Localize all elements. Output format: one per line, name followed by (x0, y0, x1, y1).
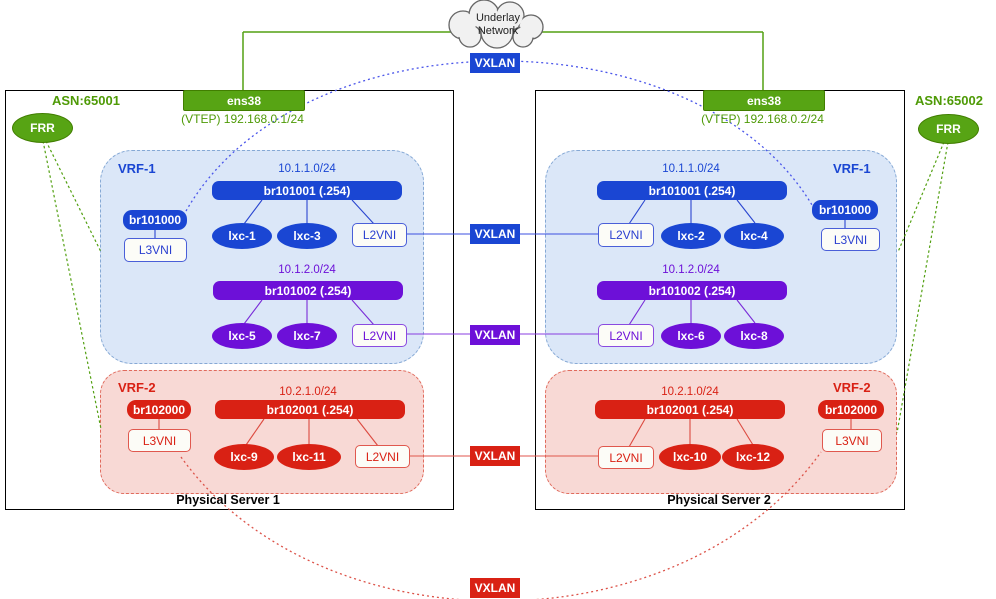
frr-links (42, 140, 949, 434)
server2-subnet2-bridge: br101002 (.254) (597, 281, 787, 300)
server1-subnet3-l2vni: L2VNI (355, 445, 410, 468)
server2-vrf1-l3bridge: br101000 (812, 200, 878, 220)
vxlan-label-l2vni1: VXLAN (470, 224, 520, 244)
server1-vrf1-l3bridge: br101000 (123, 210, 187, 230)
server2-vrf2-l3bridge: br102000 (818, 400, 884, 419)
server1-subnet3-cidr: 10.2.1.0/24 (279, 386, 337, 398)
server2-lxc2-node: lxc-2 (661, 223, 721, 249)
vxlan-label-top: VXLAN (470, 53, 520, 73)
server2-subnet1-cidr: 10.1.1.0/24 (662, 163, 720, 175)
server1-nic: ens38 (183, 90, 305, 111)
server1-lxc1-node: lxc-1 (212, 223, 272, 249)
server1-lxc7-node: lxc-7 (277, 323, 337, 349)
server1-lxc11-node: lxc-11 (277, 444, 341, 470)
l2vni-tunnels (405, 233, 598, 457)
server1-vrf2-l3bridge: br102000 (127, 400, 191, 419)
server2-subnet3-l2vni: L2VNI (598, 446, 654, 469)
l3vni-arc-vrf2 (180, 451, 822, 599)
server2-vrf1-l3vni: L3VNI (821, 228, 880, 251)
server1-vrf1-label: VRF-1 (118, 161, 156, 176)
server1-vrf2-zone (100, 370, 424, 494)
underlay-cloud-label2: Network (477, 24, 519, 37)
bridge-links (154, 199, 852, 448)
server1-subnet1-bridge: br101001 (.254) (212, 181, 402, 200)
server2-asn: ASN:65002 (915, 93, 983, 108)
server2-subnet2-l2vni: L2VNI (598, 324, 654, 347)
server1-lxc3-node: lxc-3 (277, 223, 337, 249)
server2-frr-node: FRR (918, 114, 979, 144)
server2-lxc8-node: lxc-8 (724, 323, 784, 349)
server2-vtep: (VTEP) 192.168.0.2/24 (701, 112, 824, 126)
vxlan-label-bottom: VXLAN (470, 578, 520, 598)
server2-subnet3-cidr: 10.2.1.0/24 (661, 386, 719, 398)
server2-subnet2-cidr: 10.1.2.0/24 (662, 264, 720, 276)
server1-lxc5-node: lxc-5 (212, 323, 272, 349)
server1-asn: ASN:65001 (52, 93, 120, 108)
server2-subnet1-l2vni: L2VNI (598, 223, 654, 247)
server2-lxc12-node: lxc-12 (722, 444, 784, 470)
server1-subnet2-l2vni: L2VNI (352, 324, 407, 347)
server1-frr-node: FRR (12, 113, 73, 143)
server1-title: Physical Server 1 (176, 493, 280, 507)
server1-subnet1-cidr: 10.1.1.0/24 (278, 163, 336, 175)
server1-subnet2-bridge: br101002 (.254) (213, 281, 403, 300)
server1-subnet3-bridge: br102001 (.254) (215, 400, 405, 419)
server2-title: Physical Server 2 (667, 493, 771, 507)
server1-subnet2-cidr: 10.1.2.0/24 (278, 264, 336, 276)
server1-vrf1-l3vni: L3VNI (124, 238, 187, 262)
server2-subnet3-bridge: br102001 (.254) (595, 400, 785, 419)
server2-vrf2-l3vni: L3VNI (822, 429, 882, 452)
server2-lxc10-node: lxc-10 (659, 444, 721, 470)
server2-subnet1-bridge: br101001 (.254) (597, 181, 787, 200)
server1-vtep: (VTEP) 192.168.0.1/24 (181, 112, 304, 126)
server2-lxc4-node: lxc-4 (724, 223, 784, 249)
server2-vrf1-label: VRF-1 (833, 161, 871, 176)
cloud-icon (448, 0, 544, 49)
vxlan-label-l2vni2: VXLAN (470, 325, 520, 345)
server2-lxc6-node: lxc-6 (661, 323, 721, 349)
server1-vrf2-label: VRF-2 (118, 380, 156, 395)
underlay-cloud-label: Underlay (475, 11, 521, 24)
server2-vrf2-label: VRF-2 (833, 380, 871, 395)
server2-nic: ens38 (703, 90, 825, 111)
server1-lxc9-node: lxc-9 (214, 444, 274, 470)
vxlan-label-l2vni3: VXLAN (470, 446, 520, 466)
server1-vrf2-l3vni: L3VNI (128, 429, 191, 452)
server1-subnet1-l2vni: L2VNI (352, 223, 407, 247)
